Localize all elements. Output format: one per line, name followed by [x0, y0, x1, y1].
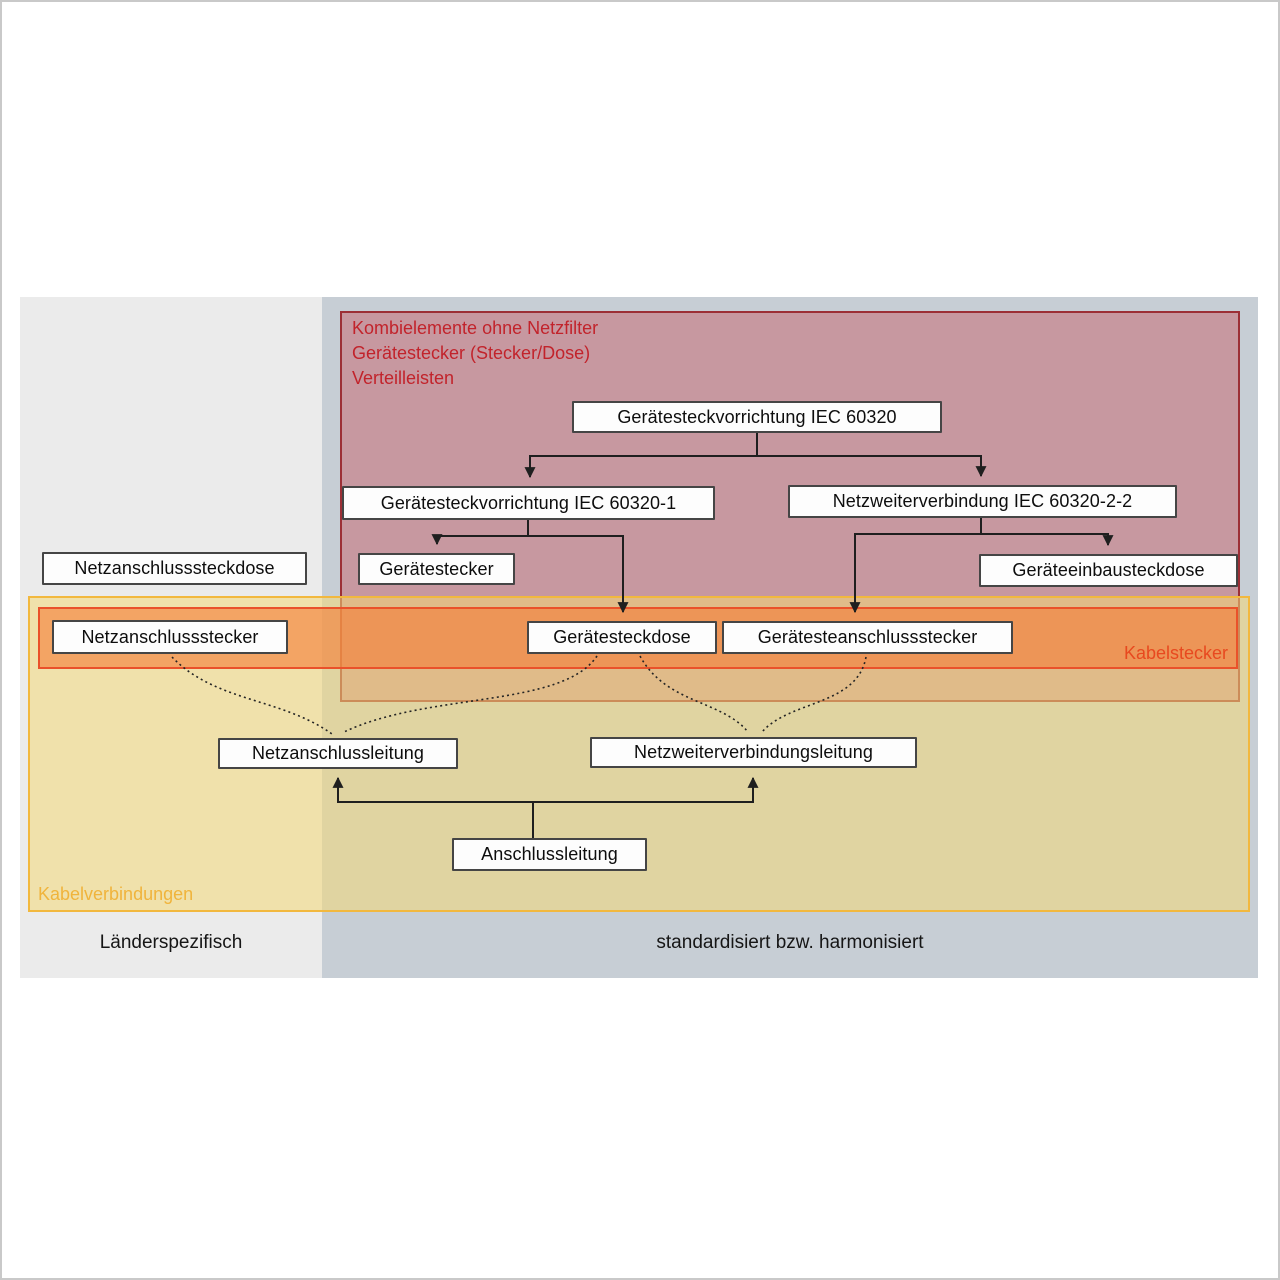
kabelverbindungen-label: Kabelverbindungen — [38, 884, 194, 904]
node-netzanschlussstecker: Netzanschlussstecker — [52, 620, 288, 654]
laenderspezifisch-label: Länderspezifisch — [99, 932, 243, 953]
node-geraeteeinbausteckdose: Geräteeinbausteckdose — [979, 554, 1238, 587]
node-netzweiterverbindung-iec-60320-2-2: Netzweiterverbindung IEC 60320-2-2 — [788, 485, 1177, 518]
standardisiert-label: standardisiert bzw. harmonisiert — [656, 932, 924, 953]
node-netzanschlusssteckdose: Netzanschlusssteckdose — [42, 552, 307, 585]
kombielemente-header-line2: Gerätestecker (Stecker/Dose) — [352, 343, 591, 363]
node-netzanschlussleitung: Netzanschlussleitung — [218, 738, 458, 769]
node-geraetesteckvorrichtung-iec-60320-1: Gerätesteckvorrichtung IEC 60320-1 — [342, 486, 715, 520]
node-geraetesteanschlussstecker: Gerätesteanschlussstecker — [722, 621, 1013, 654]
solid-tree-connectors — [332, 433, 1114, 838]
dashed-association-curves — [171, 655, 867, 735]
node-geraetesteckdose: Gerätesteckdose — [527, 621, 717, 654]
node-geraetestecker: Gerätestecker — [358, 553, 515, 585]
kombielemente-header: Kombielemente ohne Netzfilter Gerätestec… — [352, 316, 598, 391]
node-netzweiterverbindungsleitung: Netzweiterverbindungsleitung — [590, 737, 917, 768]
kombielemente-header-line1: Kombielemente ohne Netzfilter — [352, 318, 599, 338]
node-geraetesteckvorrichtung-iec-60320: Gerätesteckvorrichtung IEC 60320 — [572, 401, 942, 433]
node-anschlussleitung: Anschlussleitung — [452, 838, 647, 871]
kombielemente-header-line3: Verteilleisten — [352, 368, 455, 388]
kabelstecker-label: Kabelstecker — [1123, 643, 1228, 663]
